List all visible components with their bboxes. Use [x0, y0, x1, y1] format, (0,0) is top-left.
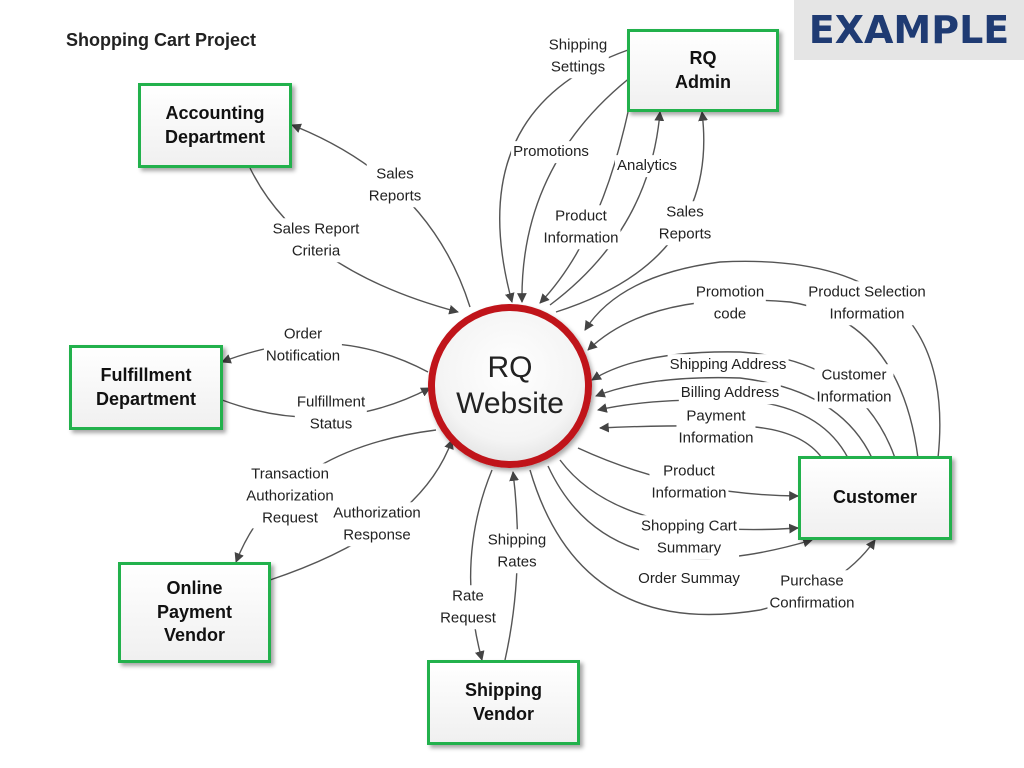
entity-shipping-vendor-label: Shipping Vendor — [465, 679, 542, 724]
flow-label-authorization-response: Authorization Response — [331, 502, 423, 546]
flow-customer-information — [595, 376, 873, 459]
flow-label-shipping-address: Shipping Address — [667, 354, 789, 376]
entity-shipping-vendor: Shipping Vendor — [427, 660, 580, 745]
flow-label-promotions: Promotions — [511, 141, 591, 163]
flow-label-customer-information: Customer Information — [814, 364, 894, 408]
flow-label-order-notification: Order Notification — [263, 323, 343, 367]
flow-label-shopping-cart-summary: Shopping Cart Summary — [639, 515, 739, 559]
flow-label-analytics: Analytics — [614, 155, 680, 177]
flow-label-sales-reports-admin: Sales Reports — [656, 201, 714, 245]
entity-customer-label: Customer — [832, 487, 917, 508]
flow-label-billing-address: Billing Address — [678, 382, 782, 404]
example-banner-text: EXAMPLE — [808, 8, 1010, 52]
flow-analytics — [549, 111, 665, 306]
entity-accounting-department-label: Accounting Department — [164, 102, 266, 147]
process-rq-website-label: RQ Website — [456, 351, 564, 420]
example-banner: EXAMPLE — [794, 0, 1024, 60]
entity-customer: Customer — [798, 456, 952, 540]
entity-accounting-department: Accounting Department — [138, 83, 292, 168]
flow-promotions — [516, 69, 641, 303]
flow-label-sales-report-criteria: Sales Report Criteria — [270, 218, 362, 262]
flow-shipping-settings — [499, 49, 629, 303]
flow-sales-reports — [291, 123, 471, 308]
flow-label-shipping-settings: Shipping Settings — [546, 34, 610, 78]
entity-rq-admin-label: RQ Admin — [675, 47, 731, 92]
flow-label-promotion-code: Promotion code — [693, 281, 767, 325]
flow-label-product-information-admin: Product Information — [541, 205, 621, 249]
flow-promotion-code — [584, 260, 941, 459]
page-title: Shopping Cart Project — [66, 30, 257, 50]
process-rq-website: RQ Website — [428, 304, 592, 468]
entity-fulfillment-department: Fulfillment Department — [69, 345, 223, 430]
flow-label-rate-request: Rate Request — [438, 585, 498, 629]
flow-rate-request — [469, 469, 493, 661]
entity-rq-admin: RQ Admin — [627, 29, 779, 112]
flow-label-payment-information: Payment Information — [676, 405, 756, 449]
flow-label-sales-reports: Sales Reports — [366, 163, 424, 207]
flow-label-product-selection-information: Product Selection Information — [806, 281, 928, 325]
entity-online-payment-vendor-label: Online Payment Vendor — [156, 577, 233, 646]
flow-label-fulfillment-status: Fulfillment Status — [294, 391, 368, 435]
flow-label-purchase-confirmation: Purchase Confirmation — [767, 570, 857, 614]
entity-fulfillment-department-label: Fulfillment Department — [95, 364, 197, 409]
flow-label-product-information-customer: Product Information — [649, 460, 729, 504]
flow-label-order-summay: Order Summay — [636, 568, 742, 590]
entity-online-payment-vendor: Online Payment Vendor — [118, 562, 271, 663]
flow-product-selection-information — [587, 299, 919, 459]
flow-label-shipping-rates: Shipping Rates — [485, 529, 549, 573]
flow-shipping-address — [591, 351, 896, 459]
flow-label-transaction-authorization-request: Transaction Authorization Request — [244, 463, 336, 529]
